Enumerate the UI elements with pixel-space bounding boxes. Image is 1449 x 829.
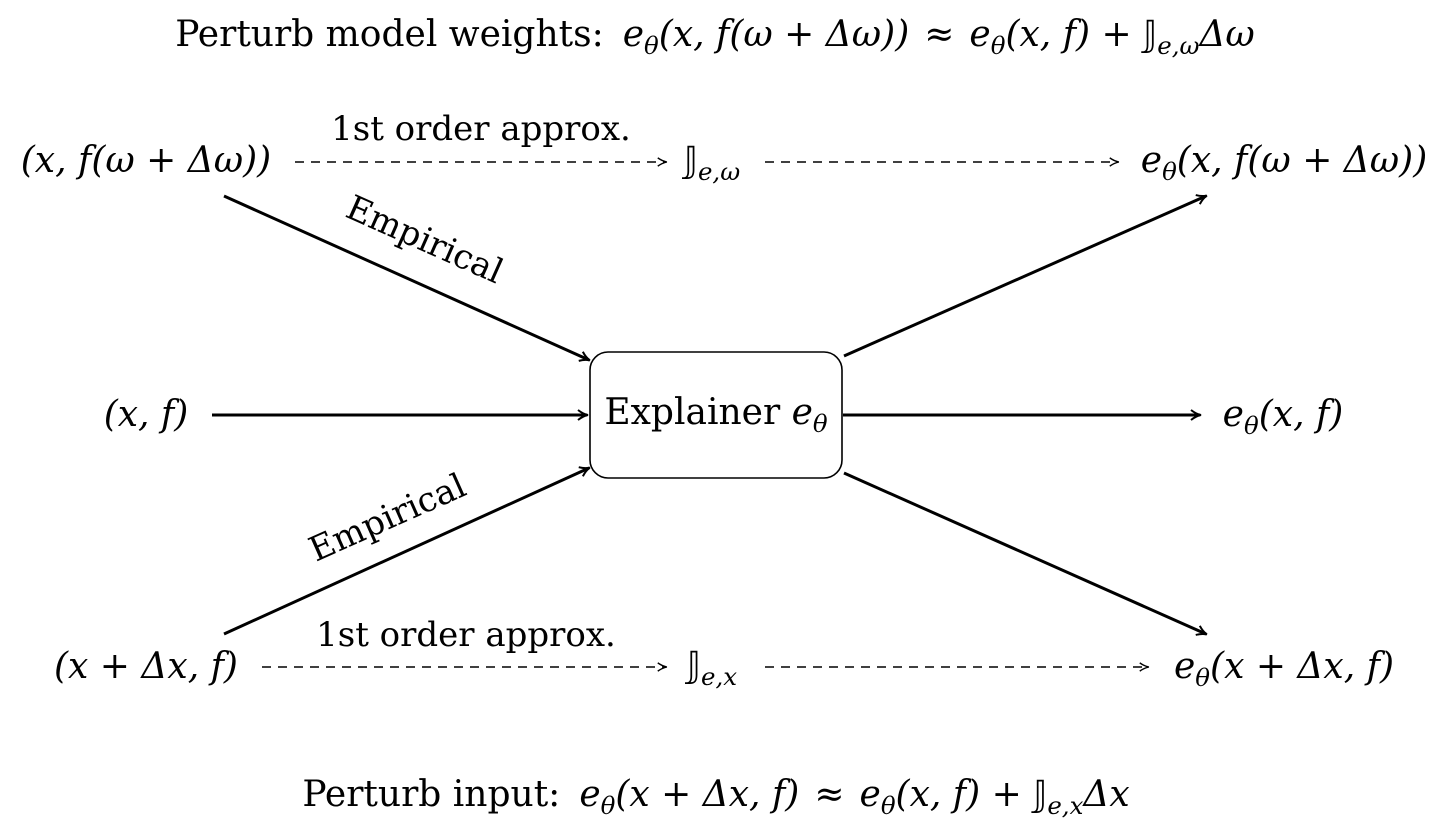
node-input-perturbed: (x + Δx, f)	[54, 646, 238, 687]
node-jacobian-weights: 𝕁e,ω	[682, 140, 740, 186]
node-output-perturbed: eθ(x + Δx, f)	[1174, 646, 1394, 692]
arrow-explainer-to-output-weights	[843, 194, 1208, 358]
node-output-clean: eθ(x, f)	[1223, 394, 1344, 440]
explainer-label: Explainer eθ	[604, 392, 828, 438]
node-input-weights: (x, f(ω + Δω))	[21, 140, 271, 181]
edge-label-approx-top: 1st order approx.	[331, 109, 631, 149]
node-output-weights: eθ(x, f(ω + Δω))	[1141, 140, 1428, 186]
title-top: Perturb model weights: eθ(x, f(ω + Δω)) …	[175, 14, 1255, 60]
title-bottom: Perturb input: eθ(x + Δx, f) ≈ eθ(x, f) …	[302, 774, 1129, 820]
edge-label-empirical-bottom: Empirical	[303, 466, 472, 570]
arrow-perturbed-to-explainer	[223, 466, 591, 636]
edge-label-empirical-top: Empirical	[340, 188, 509, 292]
arrow-explainer-to-output-perturbed	[843, 471, 1208, 636]
node-input-clean: (x, f)	[104, 394, 189, 435]
arrow-weights-to-explainer	[223, 194, 591, 362]
edge-label-approx-bottom: 1st order approx.	[316, 615, 616, 655]
explainer-box	[589, 351, 843, 479]
node-jacobian-input: 𝕁e,x	[685, 645, 737, 691]
